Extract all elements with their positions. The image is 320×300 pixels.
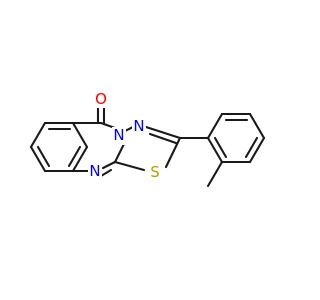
label-background bbox=[94, 90, 108, 108]
bond bbox=[248, 136, 266, 164]
nitrogen-imine-atom: N bbox=[132, 117, 146, 135]
oxygen-label: O bbox=[95, 90, 107, 108]
label-background bbox=[132, 117, 146, 135]
bond-layer bbox=[29, 106, 266, 188]
label-background bbox=[88, 162, 102, 180]
bond bbox=[206, 136, 224, 164]
nitrogen-bridge-atom: N bbox=[112, 126, 126, 145]
label-background bbox=[148, 163, 162, 181]
bond bbox=[244, 136, 259, 159]
bond bbox=[164, 136, 182, 169]
bond bbox=[71, 145, 89, 173]
nitrogen-imine-label: N bbox=[133, 117, 144, 135]
sulfur-atom: S bbox=[148, 163, 162, 181]
bond bbox=[144, 125, 182, 140]
nitrogen-bridge-label: N bbox=[113, 126, 124, 144]
bond bbox=[206, 112, 224, 140]
nitrogen-lower-atom: N bbox=[88, 162, 102, 180]
bond bbox=[29, 145, 47, 173]
bond bbox=[99, 168, 113, 178]
bond bbox=[29, 121, 47, 149]
bond bbox=[101, 160, 117, 170]
oxygen-atom: O bbox=[94, 90, 108, 108]
bond bbox=[213, 136, 228, 159]
bond bbox=[206, 160, 224, 188]
nitrogen-lower-label: N bbox=[89, 162, 100, 180]
bond bbox=[71, 121, 89, 149]
atom-label-layer: O N N N S bbox=[88, 90, 162, 181]
bond bbox=[113, 142, 126, 164]
bond bbox=[248, 112, 266, 140]
label-background bbox=[112, 127, 126, 145]
bond bbox=[148, 132, 178, 145]
molecule-structure-diagram: O N N N S bbox=[29, 90, 266, 188]
bond bbox=[67, 145, 82, 168]
sulfur-label: S bbox=[150, 163, 160, 181]
bond bbox=[36, 145, 51, 168]
bond bbox=[113, 160, 146, 172]
